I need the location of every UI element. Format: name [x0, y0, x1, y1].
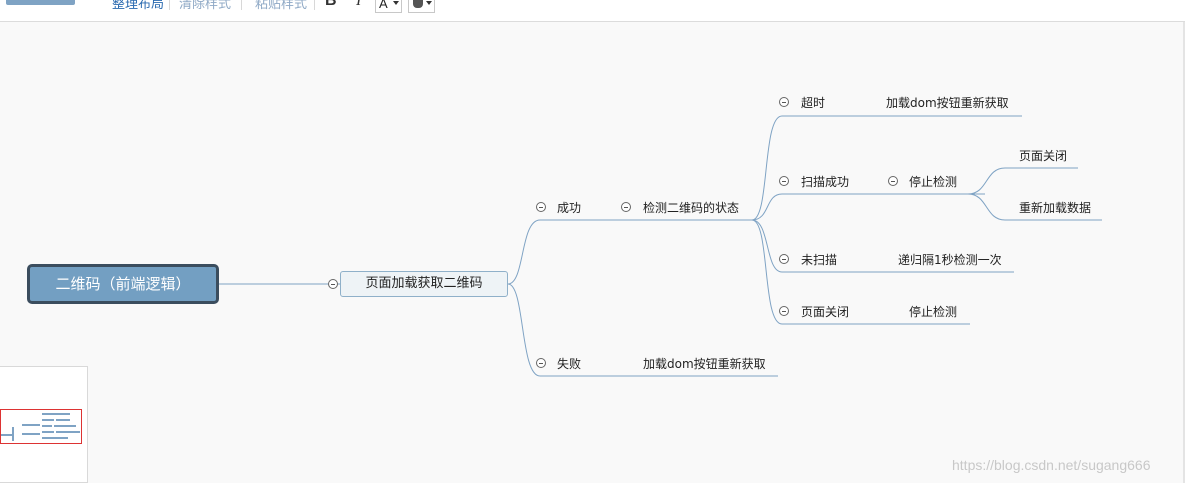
minimap-navigator[interactable] — [0, 366, 88, 483]
chevron-down-icon — [426, 1, 432, 5]
minimap-line — [12, 427, 18, 441]
paste-style-button[interactable]: 粘贴样式 — [255, 0, 308, 12]
minimap-line — [22, 424, 40, 426]
minimap-line — [42, 413, 70, 415]
collapse-icon[interactable] — [779, 306, 789, 316]
minimap-line — [42, 431, 54, 433]
fill-color-dropdown[interactable] — [408, 0, 435, 13]
mindmap-node-not-scanned[interactable]: 未扫描 — [801, 253, 838, 267]
paint-bucket-icon — [413, 0, 423, 8]
connector-detect-scan — [751, 193, 985, 221]
active-tab-indicator[interactable] — [6, 0, 75, 5]
toolbar-separator — [241, 0, 242, 10]
mindmap-node-scan-success[interactable]: 扫描成功 — [801, 175, 850, 189]
collapse-icon[interactable] — [328, 279, 338, 289]
mindmap-node-reload-data[interactable]: 重新加载数据 — [1019, 201, 1092, 215]
mindmap-node-page-close[interactable]: 页面关闭 — [1019, 149, 1068, 163]
minimap-line — [54, 425, 76, 427]
font-color-icon: A — [379, 0, 388, 11]
font-color-dropdown[interactable]: A — [375, 0, 402, 13]
mindmap-node-timeout[interactable]: 超时 — [801, 96, 826, 110]
mindmap-node-page-closed[interactable]: 页面关闭 — [801, 305, 850, 319]
connector-stop-pageclose — [967, 167, 1078, 195]
minimap-line — [42, 419, 54, 421]
clear-style-button[interactable]: 清除样式 — [179, 0, 232, 12]
collapse-icon[interactable] — [536, 202, 546, 212]
connector-detect-unscanned — [751, 219, 1014, 273]
mindmap-node-fail[interactable]: 失败 — [557, 357, 582, 371]
minimap-line — [56, 431, 80, 433]
toolbar-separator — [314, 0, 315, 10]
arrange-layout-button[interactable]: 整理布局 — [112, 0, 165, 12]
minimap-line — [42, 437, 68, 439]
collapse-icon[interactable] — [888, 176, 898, 186]
minimap-viewport-frame[interactable] — [0, 409, 82, 444]
mindmap-node-recursive-check[interactable]: 递归隔1秒检测一次 — [898, 253, 1002, 267]
connector-detect-pageclose — [751, 219, 970, 325]
collapse-icon[interactable] — [621, 202, 631, 212]
italic-button[interactable]: I — [356, 0, 362, 9]
toolbar-separator — [169, 0, 170, 10]
mindmap-node-success[interactable]: 成功 — [557, 201, 582, 215]
mindmap-node-detect-state[interactable]: 检测二维码的状态 — [643, 201, 740, 215]
collapse-icon[interactable] — [779, 97, 789, 107]
mindmap-root-node[interactable]: 二维码（前端逻辑） — [27, 264, 219, 304]
mindmap-node-fail-action[interactable]: 加载dom按钮重新获取 — [643, 357, 766, 371]
mindmap-node-stop-detect[interactable]: 停止检测 — [909, 175, 958, 189]
connector-detect-timeout — [751, 115, 1022, 221]
collapse-icon[interactable] — [779, 254, 789, 264]
vertical-scrollbar-edge[interactable] — [1183, 22, 1185, 483]
toolbar: 整理布局 清除样式 粘贴样式 B I A — [0, 0, 1185, 22]
chevron-down-icon — [393, 1, 399, 5]
collapse-icon[interactable] — [536, 358, 546, 368]
mindmap-node-timeout-action[interactable]: 加载dom按钮重新获取 — [886, 96, 1009, 110]
mindmap-node-main[interactable]: 页面加载获取二维码 — [340, 271, 508, 297]
bold-button[interactable]: B — [325, 0, 337, 9]
mindmap-node-stop-detect-2[interactable]: 停止检测 — [909, 305, 958, 319]
watermark: https://blog.csdn.net/sugang666 — [952, 457, 1151, 473]
minimap-line — [22, 433, 40, 435]
minimap-line — [42, 425, 52, 427]
connector-main-success — [507, 219, 610, 285]
collapse-icon[interactable] — [779, 176, 789, 186]
connector-main-fail — [507, 283, 778, 377]
minimap-line — [0, 434, 14, 436]
connector-stop-reload — [967, 193, 1102, 221]
minimap-line — [56, 419, 70, 421]
